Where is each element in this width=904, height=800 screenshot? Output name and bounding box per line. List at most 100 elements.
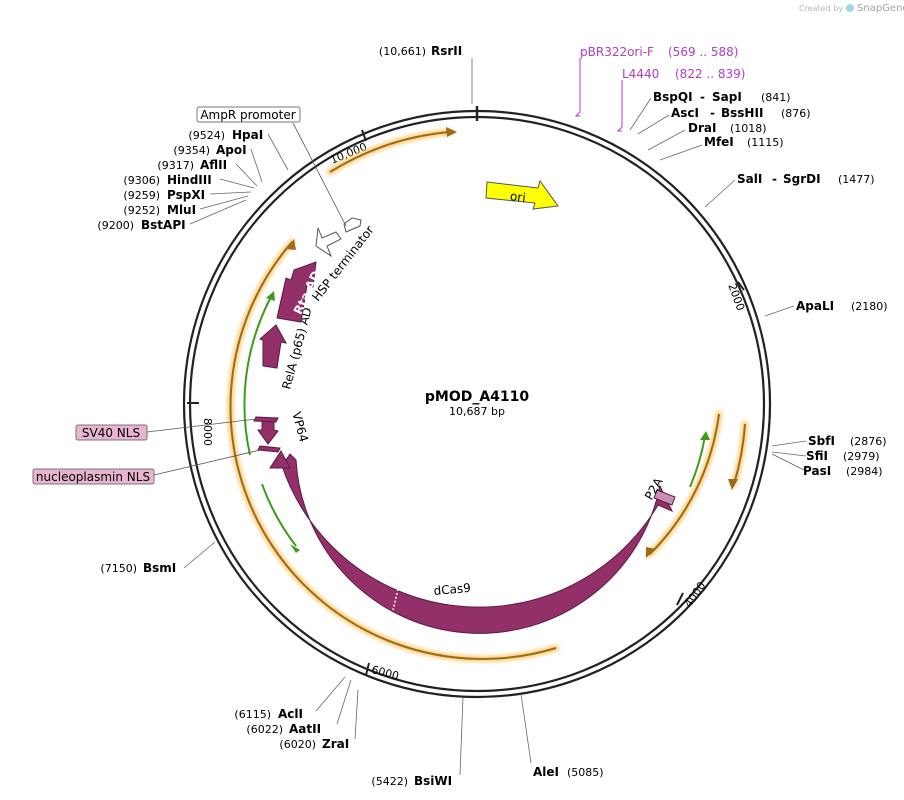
site-sfii: SfiI (2979) xyxy=(806,449,880,463)
site-bstapi-name: BstAPI xyxy=(141,218,186,232)
site-aflii-name: AflII xyxy=(200,158,227,172)
site-bsiwi-pos: (5422) xyxy=(371,775,408,788)
dcas9-feature xyxy=(281,453,674,634)
vp64-label: VP64 xyxy=(289,410,310,443)
site-bstapi-pos: (9200) xyxy=(97,219,134,232)
site-sfii-name: SfiI xyxy=(806,449,828,463)
site-aatii: (6022) AatII xyxy=(246,722,321,736)
sv40-nls-leader xyxy=(146,418,257,433)
primer-pbr322ori-f: pBR322ori-F (569 .. 588) xyxy=(574,45,738,117)
ampr-promoter-feature xyxy=(343,217,362,233)
ampr-promoter-box xyxy=(196,106,301,123)
site-rsrii-name: RsrII xyxy=(431,44,462,58)
site-sep-2: - xyxy=(710,106,715,120)
sv40-nls-box xyxy=(75,424,148,441)
ori-feature xyxy=(485,179,559,210)
site-sep-3: - xyxy=(772,172,777,186)
site-sbfi-name: SbfI xyxy=(808,434,835,448)
site-sep-1: - xyxy=(700,90,705,104)
site-apali: ApaLI (2180) xyxy=(796,299,888,313)
tick-6000 xyxy=(365,662,370,676)
site-bsshii-name: BssHII xyxy=(721,106,763,120)
orf-arc-top xyxy=(329,131,451,173)
site-sali-name: SalI xyxy=(737,172,762,186)
site-drai-pos: (1018) xyxy=(730,122,767,135)
site-alei-name: AleI xyxy=(533,765,559,779)
site-leaders xyxy=(183,58,807,776)
site-alei-pos: (5085) xyxy=(567,766,604,779)
site-aatii-pos: (6022) xyxy=(246,723,283,736)
orf-arrowhead-left xyxy=(286,239,296,250)
nucleoplasmin-nls-feature xyxy=(257,445,281,453)
site-apali-name: ApaLI xyxy=(796,299,834,313)
site-bsiwi-name: BsiWI xyxy=(414,774,452,788)
site-hindiii-pos: (9306) xyxy=(123,174,160,187)
primer-range-pbr322ori-f: (569 .. 588) xyxy=(668,45,738,59)
site-sfii-pos: (2979) xyxy=(843,450,880,463)
orf-green-left-2 xyxy=(261,483,297,547)
orf-arc-left xyxy=(229,241,557,660)
site-sgrdi-name: SgrDI xyxy=(783,172,821,186)
orf-green-left-1 xyxy=(243,294,273,456)
tick-10000 xyxy=(361,129,367,142)
rta-ad-feature xyxy=(276,261,317,323)
tick-label-6000: 6000 xyxy=(370,663,400,683)
plasmid-size: 10,687 bp xyxy=(449,405,505,418)
site-hpai-name: HpaI xyxy=(232,128,263,142)
p65-ad-feature xyxy=(259,324,287,369)
site-aatii-name: AatII xyxy=(289,722,321,736)
site-bsmi-name: BsmI xyxy=(143,561,176,575)
sv40-nls-feature xyxy=(253,416,279,423)
site-mlui-pos: (9252) xyxy=(123,204,160,217)
site-mfei-name: MfeI xyxy=(704,135,734,149)
site-asci-pos: (876) xyxy=(781,107,811,120)
sv40-nls-label: SV40 NLS xyxy=(82,426,140,440)
site-apoi: (9354) ApoI xyxy=(173,143,246,157)
p2a-feature xyxy=(653,489,676,506)
site-hindiii: (9306) HindIII xyxy=(123,173,211,187)
site-sbfi: SbfI (2876) xyxy=(808,434,887,448)
credit-brand: SnapGene xyxy=(857,3,904,14)
site-zrai: (6020) ZraI xyxy=(279,737,349,751)
orf-green-arrowheads xyxy=(266,291,710,627)
site-rsrii-pos: (10,661) xyxy=(379,45,426,58)
site-bsiwi: (5422) BsiWI xyxy=(371,774,452,788)
site-rsrii: (10,661) RsrII xyxy=(379,44,462,58)
orf-green-group xyxy=(243,294,706,632)
nucleoplasmin-nls-leader xyxy=(153,449,261,476)
site-zrai-pos: (6020) xyxy=(279,738,316,751)
site-bspqi-name: BspQI xyxy=(653,90,693,104)
site-hpai-pos: (9524) xyxy=(188,129,225,142)
site-bsmi: (7150) BsmI xyxy=(100,561,176,575)
site-acli-name: AclI xyxy=(278,707,303,721)
site-mlui: (9252) MluI xyxy=(123,203,196,217)
primer-range-l4440: (822 .. 839) xyxy=(675,67,745,81)
site-sali-sgrdi: SalI - SgrDI (1477) xyxy=(737,172,875,186)
site-sapi-name: SapI xyxy=(712,90,742,104)
tick-label-4000: 4000 xyxy=(682,579,709,609)
site-apoi-pos: (9354) xyxy=(173,144,210,157)
site-aflii-pos: (9317) xyxy=(157,159,194,172)
hsp-terminator-feature xyxy=(315,227,342,258)
site-apali-pos: (2180) xyxy=(851,300,888,313)
site-pspxi: (9259) PspXI xyxy=(123,188,205,202)
site-bspqi-sapi: BspQI - SapI (841) xyxy=(653,90,791,104)
site-bsmi-pos: (7150) xyxy=(100,562,137,575)
site-hindiii-name: HindIII xyxy=(167,173,212,187)
nucleoplasmin-nls-label: nucleoplasmin NLS xyxy=(36,470,150,484)
site-mfei: MfeI (1115) xyxy=(704,135,784,149)
primer-name-pbr322ori-f: pBR322ori-F xyxy=(580,45,654,59)
site-mfei-pos: (1115) xyxy=(747,136,784,149)
primer-l4440: L4440 (822 .. 839) xyxy=(616,67,745,132)
primer-name-l4440: L4440 xyxy=(622,67,659,81)
plasmid-name: pMOD_A4110 xyxy=(425,389,530,405)
dcas9-label: dCas9 xyxy=(433,581,471,598)
ampr-promoter-leader xyxy=(292,122,347,227)
tick-2000 xyxy=(737,281,745,291)
snapgene-logo-icon xyxy=(846,4,854,12)
dcas9-split-mark xyxy=(392,588,399,611)
site-asci-bsshii: AscI - BssHII (876) xyxy=(671,106,811,120)
site-pasi-name: PasI xyxy=(803,464,831,478)
orf-arrowhead-right-1 xyxy=(646,547,656,558)
